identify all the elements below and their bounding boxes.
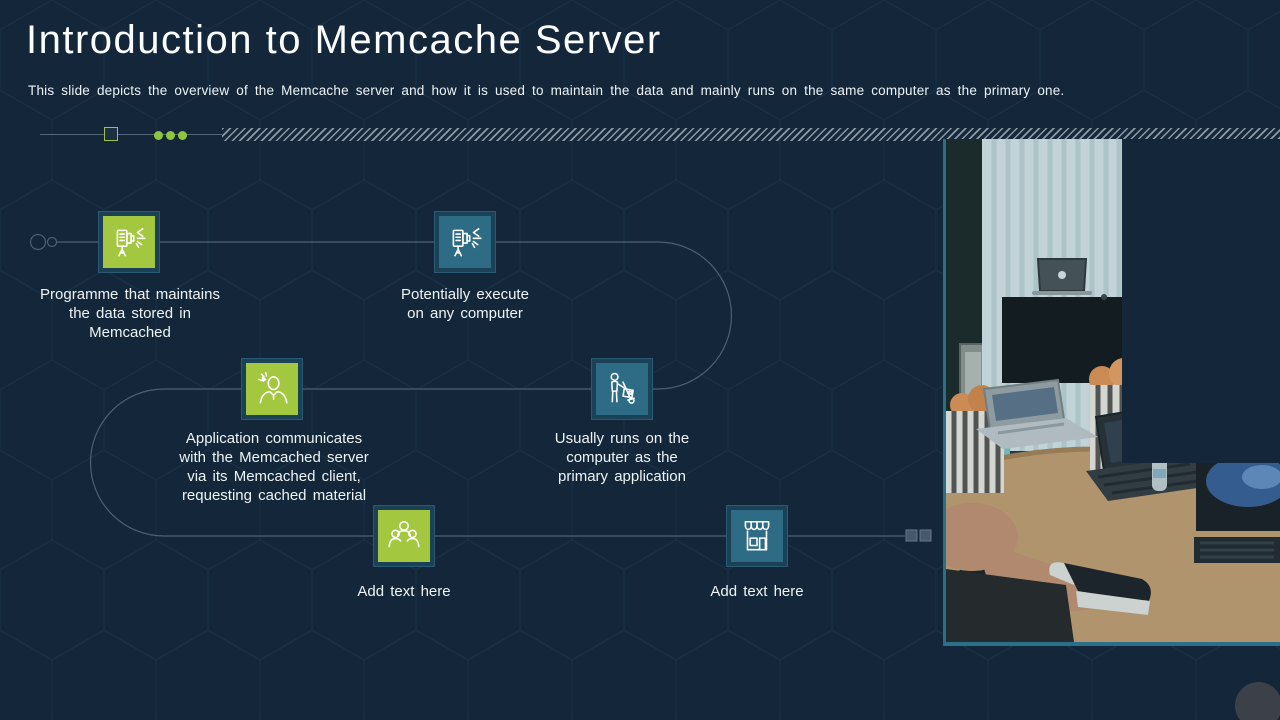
projector-icon bbox=[452, 228, 482, 257]
dot-icon bbox=[154, 131, 163, 140]
projector-icon bbox=[116, 228, 146, 257]
announcer-icon bbox=[258, 371, 288, 404]
icon-tile-store bbox=[726, 505, 788, 567]
path-start-circle-large bbox=[29, 233, 47, 251]
caption-memcached-program: Programme that maintains the data stored… bbox=[40, 286, 220, 341]
divider-hatch-band bbox=[222, 128, 1280, 141]
icon-tile-any-computer bbox=[434, 211, 496, 273]
path-start-circle-small bbox=[46, 236, 58, 248]
icon-tile-primary-application bbox=[591, 358, 653, 420]
page-title: Introduction to Memcache Server bbox=[26, 18, 662, 62]
caption-add-text-left: Add text here bbox=[357, 583, 451, 600]
divider-dots bbox=[154, 131, 187, 140]
caption-application-client: Application communicates with the Memcac… bbox=[179, 430, 369, 504]
slide-subtitle: This slide depicts the overview of the M… bbox=[28, 83, 1065, 98]
dot-icon bbox=[166, 131, 175, 140]
icon-tile-application-client bbox=[241, 358, 303, 420]
divider-line bbox=[40, 134, 225, 135]
watermark-circle bbox=[1235, 682, 1280, 720]
icon-tile-memcached-program bbox=[98, 211, 160, 273]
person-trolley-icon bbox=[610, 372, 635, 404]
dot-icon bbox=[178, 131, 187, 140]
people-group-icon bbox=[388, 520, 420, 548]
storefront-icon bbox=[744, 520, 770, 551]
icon-tile-people bbox=[373, 505, 435, 567]
divider-square-marker bbox=[104, 127, 118, 141]
photo-corner-overlay bbox=[1122, 139, 1280, 463]
caption-add-text-right: Add text here bbox=[710, 583, 804, 600]
caption-any-computer: Potentially execute on any computer bbox=[401, 286, 529, 322]
caption-primary-application: Usually runs on the computer as the prim… bbox=[554, 430, 690, 485]
path-end-squares bbox=[905, 529, 932, 542]
